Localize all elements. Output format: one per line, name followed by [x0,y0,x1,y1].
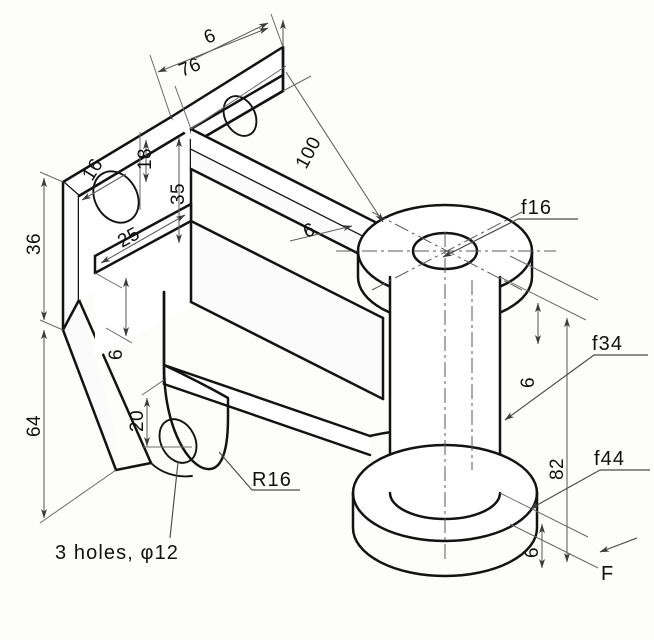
dimline-6-top [195,22,269,59]
leader-r16-arrow [218,451,253,491]
ext-36-bot [39,319,64,331]
lug-outline [162,363,230,471]
d-6-bossbot: 6 [522,547,543,558]
back-plate-taper-inner [77,298,153,465]
d-6-bosstop: 6 [518,377,539,388]
n-F: F [601,563,613,585]
boss-top-flange-top-rear [356,203,534,253]
ext-76-left [149,54,172,118]
ext-36-top [39,171,64,183]
ext-boss-body-bot [499,492,589,538]
ext-20-top [141,379,165,396]
lower-arm-to-boss-blend [368,430,394,438]
d-76: 76 [176,54,204,82]
back-plate-front-top [77,127,193,198]
d-20: 20 [127,410,148,432]
n-f44: f44 [594,448,625,470]
lower-arm-top-edge [162,363,372,438]
n-f16: f16 [521,197,552,219]
top-flange-hole [222,95,258,137]
d-18: 18 [135,148,156,170]
view-arrow-F-line [599,537,638,553]
d-100: 100 [292,133,326,172]
ext-64-bot [39,469,117,524]
d-36: 36 [24,233,45,255]
ext-boss-flange-top [509,255,599,301]
boss-bottom-flange-top-front [351,491,539,543]
ext-6-lower [282,75,312,92]
dimline-16 [81,173,127,201]
lug-left-blend [150,462,193,478]
leader-f44-arrow [529,469,601,510]
n-r16: R16 [252,469,292,491]
ext-6web-top [94,272,123,289]
d-82: 82 [547,458,568,480]
leader-f34-arrow [504,354,595,421]
ext-6-upper [174,85,192,130]
n-f34: f34 [592,333,623,355]
dimline-25 [100,214,186,264]
leader-f16-arrow [442,218,519,258]
web-slope-upper [189,219,385,320]
ext-boss-base-bot [509,523,599,569]
d-6-web: 6 [106,349,127,360]
web-slope-lower [189,300,385,401]
dimline-6-arm [289,225,353,242]
top-flange-bottom-edge [192,89,285,145]
d-35: 35 [168,183,189,205]
bracket-solid [61,45,556,578]
ext-boss-flange-bot [499,276,587,321]
top-flange-front-lower-edge [189,73,285,131]
ext-100-left [190,65,287,130]
ext-6web-bot [105,327,133,344]
back-plate-taper-start [61,298,81,332]
back-plate-bottom-short [114,461,153,472]
ext-76-right [270,13,284,48]
arm-side-lower-edge [189,167,385,268]
d-64: 64 [24,415,45,437]
n-holes: 3 holes, φ12 [55,542,179,564]
arm-top-far-edge [189,127,385,228]
lug-hole [158,418,198,464]
boss-bottom-flange-side [351,491,539,578]
dimline-100 [285,71,384,223]
note-group: f16 f34 f44 R16 3 holes, φ12 F [55,197,650,585]
leader-holes [169,461,179,539]
lower-arm-bottom-edge [162,382,372,457]
d-6-top: 6 [201,25,219,49]
